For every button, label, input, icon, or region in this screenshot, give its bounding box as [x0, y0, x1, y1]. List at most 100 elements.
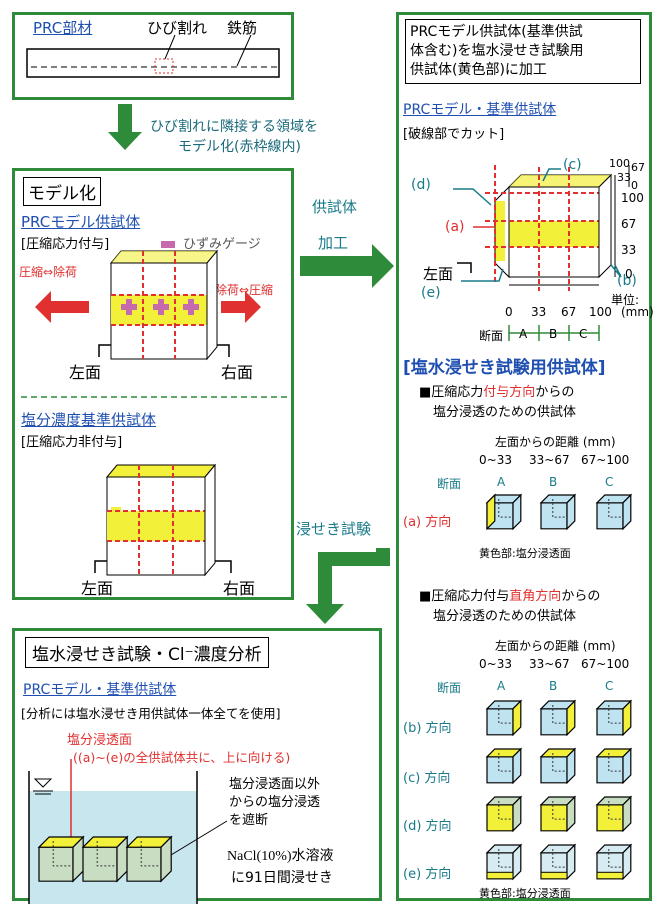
arrow1-text-2: モデル化(赤枠線内) — [178, 139, 301, 155]
dir-e-label: (e) 方向 — [403, 867, 452, 882]
bottom-box: 塩水浸せき試験・Cl⁻濃度分析 PRCモデル・基準供試体 [分析には塩水浸せき用… — [12, 628, 382, 904]
label-c: (c) — [563, 157, 582, 173]
range2-2: 33~67 — [529, 657, 570, 671]
s1-line1-b: 付与方向 — [483, 385, 536, 400]
dim-bottom-100: 100 — [589, 305, 612, 319]
immersion-label: 浸せき試験 — [296, 520, 372, 538]
tank-cube-1 — [37, 835, 85, 883]
rebar-label: 鉄筋 — [227, 19, 258, 37]
sec2-a: A — [497, 679, 506, 693]
cut-left-face: 左面 — [423, 265, 454, 283]
s1-line1-a: ■圧縮応力 — [419, 385, 484, 400]
section-b: B — [549, 327, 558, 341]
dim-bottom-33: 33 — [531, 305, 547, 319]
mid-arrow-label-a: 供試体 — [312, 198, 358, 216]
block-note-2: からの塩分浸透 — [229, 795, 321, 810]
unit-label: 単位: — [611, 293, 640, 307]
sec1-a: A — [497, 475, 506, 489]
cube-c-2 — [539, 747, 577, 785]
right-header-3: 供試体(黄色部)に加工 — [410, 62, 547, 78]
immersion-heading: [塩水浸せき試験用供試体] — [403, 358, 606, 378]
s2-line1-a: ■圧縮応力付与 — [419, 589, 510, 604]
dist-title-1: 左面からの距離 (mm) — [495, 435, 616, 449]
release-comp-label: 除荷⇔圧縮 — [215, 283, 274, 297]
bottom-title: 塩水浸せき試験・Cl⁻濃度分析 — [25, 637, 269, 668]
tank-cubes — [37, 835, 173, 883]
sec2-label: 断面 — [437, 681, 462, 695]
gauge-label: ひずみゲージ — [183, 237, 261, 252]
cube-d-3 — [595, 795, 633, 833]
label-d: (d) — [411, 177, 431, 193]
s1-line1: ■圧縮応力付与方向からの — [419, 381, 574, 400]
sec1-b: B — [549, 475, 558, 489]
cube-c-1 — [485, 747, 523, 785]
bottom-subtitle: PRCモデル・基準供試体 — [23, 682, 177, 698]
section-a: A — [519, 327, 528, 341]
right-header-1: PRCモデル供試体(基準供試 — [410, 24, 583, 40]
base-right-face: 右面 — [223, 579, 256, 598]
s1-line1-c: からの — [535, 385, 575, 400]
section-label: 断面 — [479, 329, 504, 343]
dim-bottom-67: 67 — [561, 305, 577, 319]
mid-arrow-label-b: 加工 — [318, 234, 349, 252]
base-left-face: 左面 — [81, 579, 114, 598]
dim-top-33: 33 — [617, 171, 631, 184]
unit-mm: (mm) — [621, 305, 654, 319]
sec1-label: 断面 — [437, 477, 462, 491]
s1-line2: 塩分浸透のための供試体 — [433, 405, 577, 420]
small-cubes — [485, 493, 633, 881]
sec2-c: C — [605, 679, 614, 693]
cut-cube — [453, 165, 630, 341]
dim-right-67: 67 — [621, 217, 637, 231]
gauge-swatch — [161, 241, 175, 248]
prc-model-cube — [21, 249, 291, 398]
prc-member-drawing — [26, 34, 280, 78]
range1-2: 33~67 — [529, 453, 570, 467]
arrow1-text-1: ひび割れに隣接する領域を — [150, 119, 318, 135]
dim-right-100: 100 — [621, 191, 644, 205]
sec2-b: B — [549, 679, 558, 693]
base-cube — [94, 463, 232, 577]
tank-cube-2 — [81, 835, 129, 883]
comp-release-label: 圧縮⇔除荷 — [19, 265, 78, 279]
dir-a-label: (a) 方向 — [403, 515, 452, 530]
block-note-3: を遮断 — [229, 813, 269, 828]
prc-model-title: PRCモデル供試体 — [21, 213, 141, 231]
s2-line2: 塩分浸透のための供試体 — [433, 609, 577, 624]
dim-top-100: 100 — [609, 157, 630, 170]
dir-c-label: (c) 方向 — [403, 771, 451, 786]
cube-d-2 — [539, 795, 577, 833]
cut-label: [破線部でカット] — [403, 127, 505, 142]
range2-1: 0~33 — [479, 657, 512, 671]
right-box: PRCモデル供試体(基準供試 体含む)を塩水浸せき試験用 供試体(黄色部)に加工… — [396, 12, 654, 901]
right-subtitle: PRCモデル・基準供試体 — [403, 102, 557, 118]
dim-right-33: 33 — [621, 243, 637, 257]
model-title: モデル化 — [23, 177, 101, 206]
range2-3: 67~100 — [581, 657, 630, 671]
s2-line1-b: 直角方向 — [509, 589, 562, 604]
right-header: PRCモデル供試体(基準供試 体含む)を塩水浸せき試験用 供試体(黄色部)に加工 — [405, 19, 641, 84]
cube-a-1 — [485, 493, 523, 531]
cube-b-2 — [539, 699, 577, 737]
tank-cube-3 — [125, 835, 173, 883]
cube-c-3 — [595, 747, 633, 785]
label-e: (e) — [421, 285, 441, 301]
nacl-note-2: に91日間浸せき — [231, 870, 333, 886]
crack-label: ひび割れ — [147, 19, 208, 37]
range1-3: 67~100 — [581, 453, 630, 467]
label-b: (b) — [617, 273, 637, 289]
cube-e-3 — [595, 843, 633, 881]
cube-a-2 — [539, 493, 577, 531]
bottom-note: [分析には塩水浸せき用供試体一体全てを使用] — [21, 706, 281, 721]
base-title: 塩分濃度基準供試体 — [21, 411, 157, 429]
yellow-note-1: 黄色部:塩分浸透面 — [479, 547, 571, 560]
prc-member-title: PRC部材 — [33, 19, 93, 37]
right-header-2: 体含む)を塩水浸せき試験用 — [410, 43, 584, 59]
model-left-face: 左面 — [69, 363, 102, 382]
dist-title-2: 左面からの距離 (mm) — [495, 639, 616, 653]
surface-label: 塩分浸透面 — [67, 733, 133, 748]
dim-right-0: 0 — [625, 267, 633, 281]
